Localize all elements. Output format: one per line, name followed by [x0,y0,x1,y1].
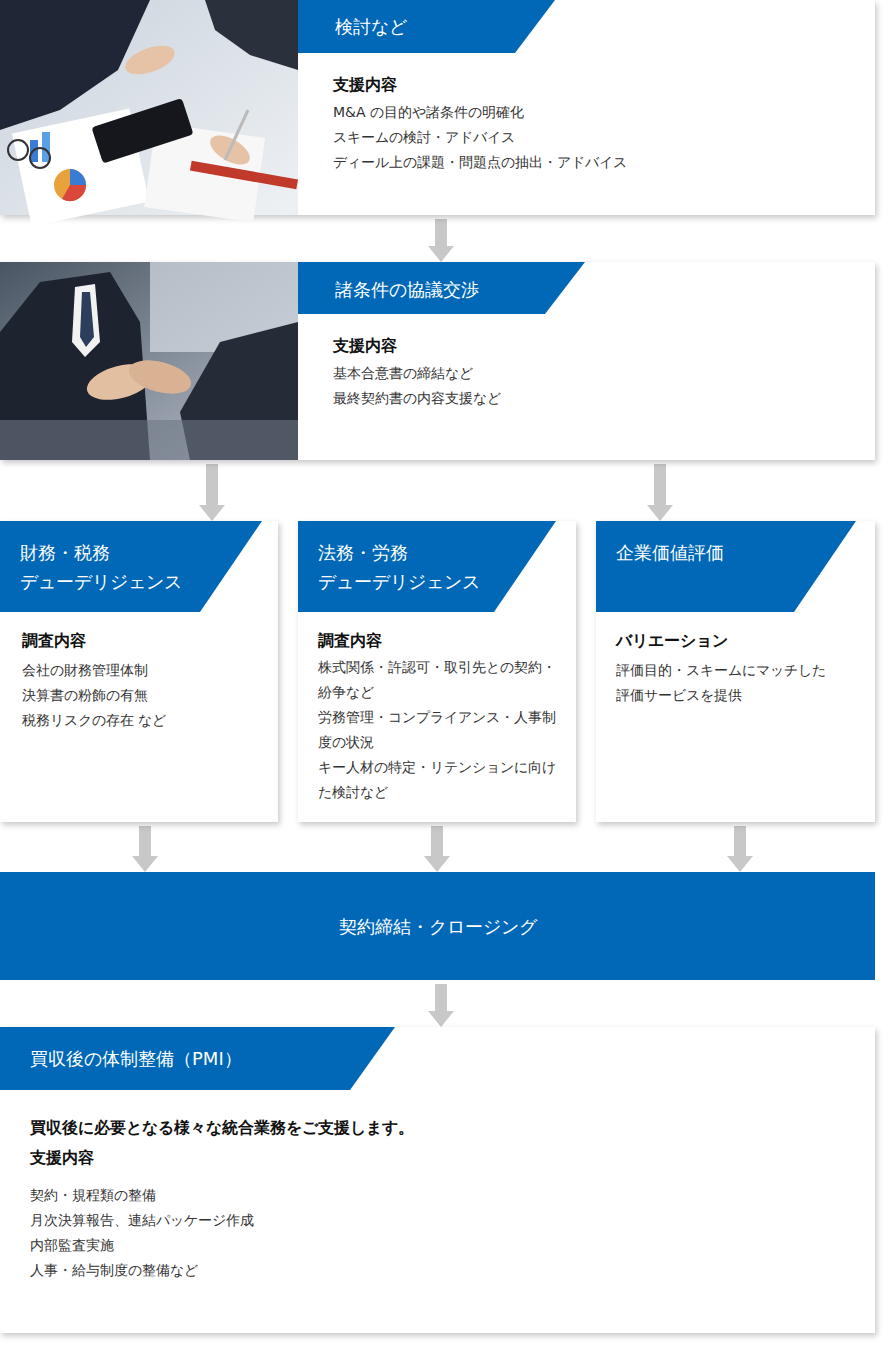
heading-tab [0,521,262,612]
body-area: バリエーション評価目的・スキームにマッチした評価サービスを提供 [616,628,828,708]
decor-shape [80,292,94,347]
decor-shape [121,40,178,80]
body-area: 買収後に必要となる様々な統合業務をご支援します。支援内容契約・規程類の整備月次決… [30,1115,830,1283]
heading-tab [596,521,856,612]
decor-shape [72,284,100,357]
body-text: M&A の目的や諸条件の明確化 [333,100,853,125]
step-band: 契約締結・クロージング [0,872,875,980]
node-decoration [0,1027,875,1333]
heading-tab [0,1027,395,1090]
body-text: スキームの検討・アドバイス [333,125,853,150]
photo-illustration [0,262,298,460]
decor-shape [0,420,298,460]
heading-area: 契約締結・クロージング [0,912,875,941]
body-text: 会社の財務管理体制 [22,658,258,683]
body-text: 評価目的・スキームにマッチした評価サービスを提供 [616,658,828,708]
tab-heading: 企業価値評価 [616,538,816,567]
flow-arrow [431,826,443,856]
heading-tab [298,521,556,612]
flow-arrow [206,464,218,505]
body-area: 支援内容基本合意書の締結など最終契約書の内容支援など [333,333,853,411]
decor-shape [225,110,248,160]
step-box: 買収後の体制整備（PMI） 買収後に必要となる様々な統合業務をご支援します。支援内… [0,1027,875,1333]
body-text: 基本合意書の締結など [333,361,853,386]
tab-heading: 財務・税務 デューデリジェンス [20,538,220,596]
heading-area: 法務・労務 デューデリジェンス [318,538,518,596]
step-box: 検討など支援内容 M&A の目的や諸条件の明確化スキームの検討・アドバイスディール… [0,0,875,215]
decor-shape [91,98,193,163]
body-text: 株式関係・許認可・取引先との契約・紛争など [318,655,558,705]
body-text: 内部監査実施 [30,1233,830,1258]
body-area: 調査内容株式関係・許認可・取引先との契約・紛争など労務管理・コンプライアンス・人… [318,628,558,805]
step-box: 諸条件の協議交渉支援内容基本合意書の締結など最終契約書の内容支援など [0,262,875,460]
body-text: 最終契約書の内容支援など [333,386,853,411]
heading-tab [298,262,585,314]
node-decoration [0,872,300,1022]
tab-heading: 検討など [335,12,555,41]
section-heading: 調査内容 [22,628,258,653]
tab-heading: 法務・労務 デューデリジェンス [318,538,518,596]
decor-shape [42,132,50,162]
section-heading: 支援内容 [30,1145,830,1170]
heading-area: 買収後の体制整備（PMI） [30,1044,370,1073]
step-box: 財務・税務 デューデリジェンス調査内容会社の財務管理体制決算書の粉飾の有無税務リ… [0,521,278,822]
heading-area: 財務・税務 デューデリジェンス [20,538,220,596]
body-area: 調査内容会社の財務管理体制決算書の粉飾の有無税務リスクの存在 など [22,628,258,733]
tab-heading: 諸条件の協議交渉 [335,275,575,304]
body-text: 月次決算報告、連結パッケージ作成 [30,1208,830,1233]
decor-shape [205,0,298,70]
decor-shape [8,140,28,160]
section-heading: 調査内容 [318,628,558,653]
body-area: 支援内容 M&A の目的や諸条件の明確化スキームの検討・アドバイスディール上の課題… [333,72,853,175]
body-text: 決算書の粉飾の有無 [22,683,258,708]
decor-shape [54,169,86,201]
body-text: ディール上の課題・問題点の抽出・アドバイス [333,150,853,175]
tab-heading: 買収後の体制整備（PMI） [30,1044,370,1073]
flow-arrow [435,219,447,246]
heading-area: 企業価値評価 [616,538,816,567]
section-heading: 支援内容 [333,333,853,358]
decor-shape [62,185,86,201]
decor-shape [125,354,195,400]
heading-tab [298,0,555,53]
decor-shape [0,262,298,460]
tab-heading: 契約締結・クロージング [0,912,875,941]
step-box: 法務・労務 デューデリジェンス調査内容株式関係・許認可・取引先との契約・紛争など… [298,521,576,822]
flow-arrow [654,464,666,505]
section-heading: バリエーション [616,628,828,653]
step-box: 企業価値評価バリエーション評価目的・スキームにマッチした評価サービスを提供 [596,521,875,822]
decor-shape [30,148,50,168]
flow-arrow [435,984,447,1011]
decor-shape [70,169,86,185]
body-text: 人事・給与制度の整備など [30,1258,830,1283]
decor-shape [190,161,298,190]
body-text: 税務リスクの存在 など [22,708,258,733]
heading-area: 諸条件の協議交渉 [335,275,575,304]
flow-arrow [734,826,746,856]
body-text: キー人材の特定・リテンションに向けた検討など [318,755,558,805]
heading-area: 検討など [335,12,555,41]
lead-text: 買収後に必要となる様々な統合業務をご支援します。 [30,1115,830,1140]
flow-arrow [139,826,151,856]
body-text: 契約・規程類の整備 [30,1183,830,1208]
photo-illustration [0,0,298,226]
section-heading: 支援内容 [333,72,853,97]
body-text: 労務管理・コンプライアンス・人事制度の状況 [318,705,558,755]
